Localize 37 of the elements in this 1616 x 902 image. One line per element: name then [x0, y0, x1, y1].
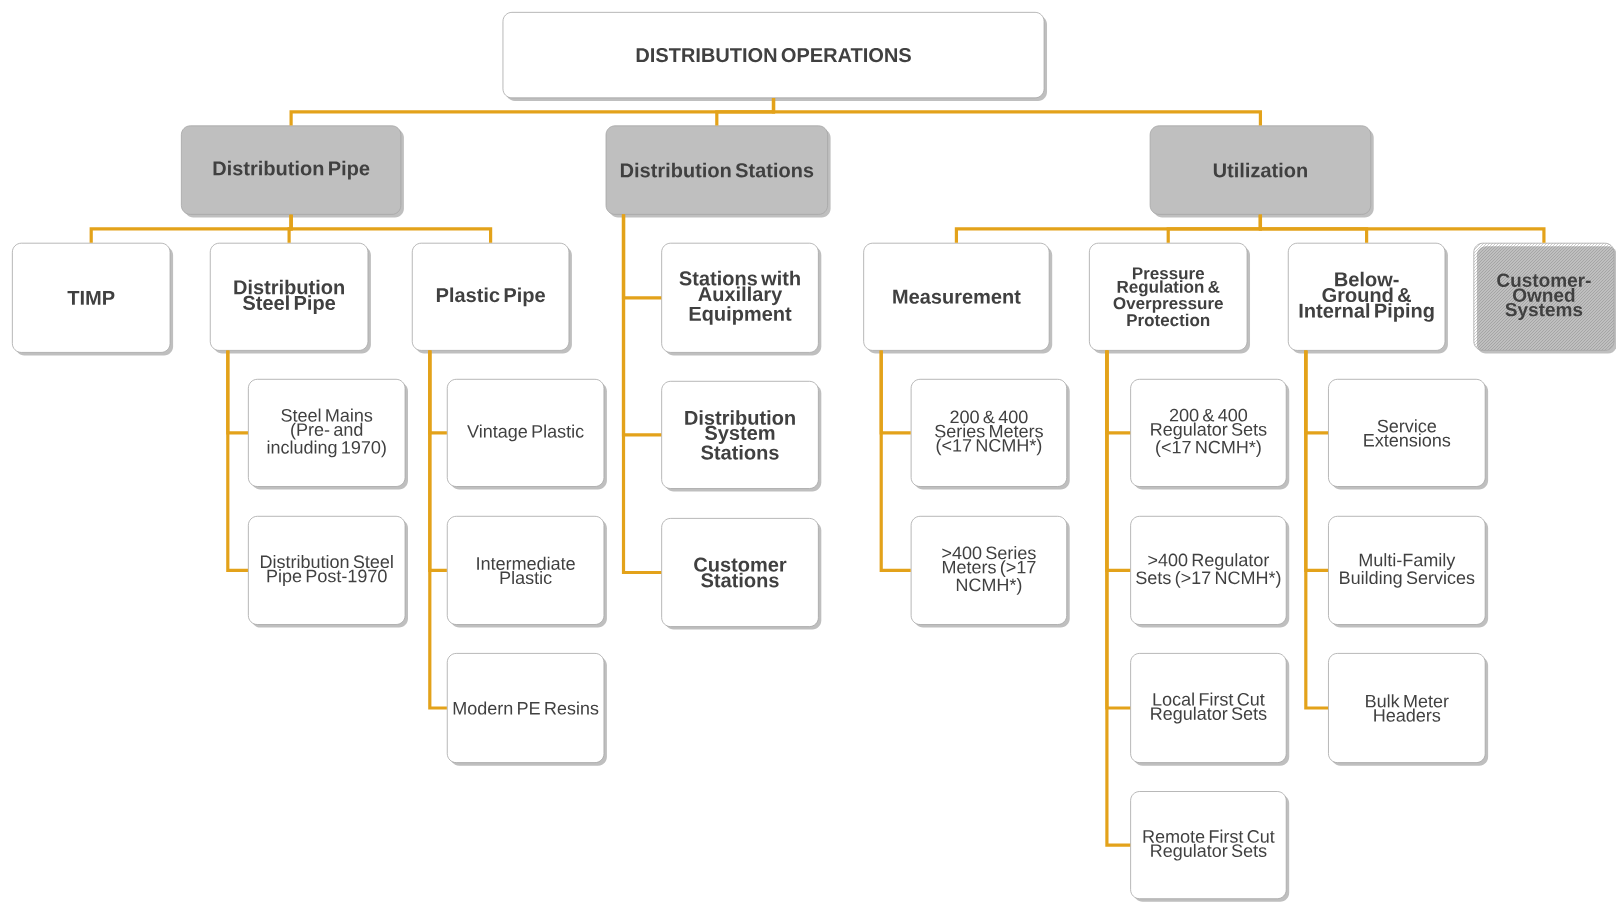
- category-box: Distribution Stations: [605, 125, 831, 218]
- category-box: Below-Ground & Internal Piping: [1287, 242, 1448, 354]
- category-box: Customer Stations: [661, 518, 822, 630]
- connector-line: [621, 214, 662, 575]
- item-box: Bulk Meter Headers: [1328, 653, 1489, 766]
- item-box: Service Extensions: [1328, 378, 1489, 490]
- item-box: Distribution Steel Pipe Post-1970: [247, 515, 408, 628]
- category-box: Customer-Owned Systems: [1473, 242, 1615, 351]
- item-box: Local First Cut Regulator Sets: [1130, 653, 1290, 766]
- item-box: Vintage Plastic: [446, 378, 607, 490]
- item-box: Steel Mains (Pre- and including 1970): [247, 378, 408, 490]
- item-box: 200 & 400 Regulator Sets (<17 NCMH*): [1130, 378, 1290, 490]
- connector-line: [879, 350, 911, 572]
- item-box: Remote First Cut Regulator Sets: [1130, 791, 1290, 902]
- item-box: Multi-Family Building Services: [1328, 515, 1489, 628]
- category-box: Distribution System Stations: [661, 380, 822, 492]
- item-box: >400 Series Meters (>17 NCMH*): [910, 515, 1070, 628]
- connector-line: [1258, 214, 1546, 243]
- category-box: Stations with Auxillary Equipment: [661, 242, 822, 356]
- item-box: >400 Regulator Sets (>17 NCMH*): [1130, 515, 1290, 628]
- connector-line: [1304, 350, 1329, 710]
- item-box: Modern PE Resins: [446, 653, 607, 766]
- category-box: Distribution Steel Pipe: [209, 242, 371, 354]
- connector-line: [1105, 350, 1131, 847]
- connector-line: [771, 98, 1262, 126]
- category-box: Measurement: [863, 242, 1053, 354]
- title-box: DISTRIBUTION OPERATIONS: [502, 11, 1047, 101]
- category-box: Utilization: [1149, 125, 1374, 218]
- connector-line: [428, 350, 447, 710]
- connector-line: [226, 350, 248, 572]
- category-box: Plastic Pipe: [411, 242, 572, 354]
- item-box: 200 & 400 Series Meters (<17 NCMH*): [910, 378, 1070, 490]
- item-box: Intermediate Plastic: [446, 515, 607, 628]
- category-box: TIMP: [11, 242, 174, 356]
- category-box: Distribution Pipe: [180, 125, 404, 218]
- connector-line: [289, 214, 493, 243]
- category-box: Pressure Regulation & Overpressure Protection: [1088, 242, 1250, 354]
